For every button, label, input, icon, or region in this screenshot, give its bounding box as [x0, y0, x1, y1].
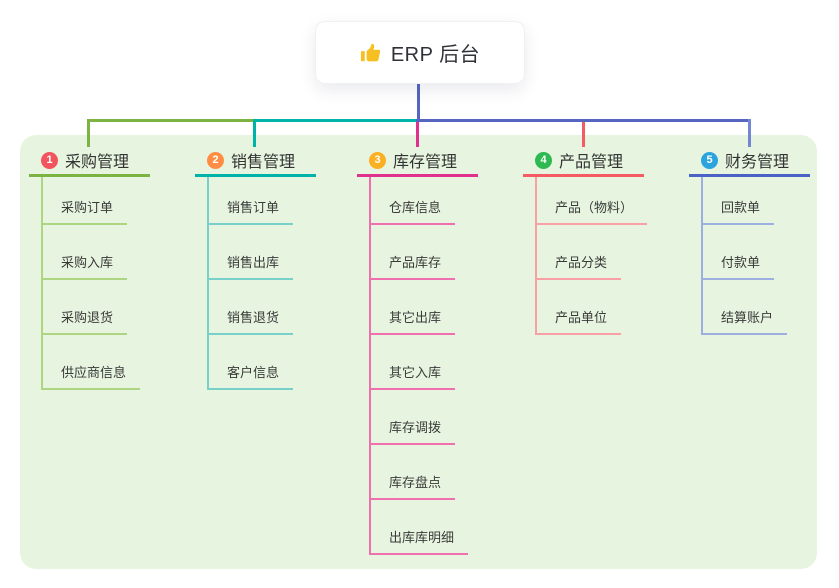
branch-number-badge: 4: [535, 151, 552, 169]
child-node: 结算账户: [703, 280, 810, 335]
branch-number-badge: 3: [369, 151, 386, 169]
branch-drop-3: [416, 122, 419, 147]
child-node-label[interactable]: 供应商信息: [43, 362, 141, 390]
branch-label: 财务管理: [725, 154, 790, 171]
child-node: 销售订单: [209, 177, 316, 225]
branch-number-badge: 5: [701, 151, 718, 169]
child-node: 供应商信息: [43, 335, 150, 390]
branch-product: 4 产品管理 产品（物料） 产品分类产品单位: [523, 146, 648, 335]
bus-line-indigo: [416, 119, 751, 122]
branch-children: 回款单付款单结算账户: [701, 177, 810, 335]
branch-children: 销售订单销售出库销售退货客户信息: [207, 177, 316, 390]
child-node: 出库库明细: [371, 500, 478, 555]
branch-header[interactable]: 3 库存管理: [357, 146, 478, 177]
child-node-label[interactable]: 出库库明细: [371, 527, 469, 555]
child-node-label[interactable]: 采购入库: [43, 252, 128, 280]
child-node: 库存调拨: [371, 390, 478, 445]
child-node: 付款单: [703, 225, 810, 280]
branch-label: 库存管理: [393, 154, 458, 171]
branch-children: 产品（物料） 产品分类产品单位: [535, 177, 648, 335]
child-node: 其它出库: [371, 280, 478, 335]
branch-sales: 2 销售管理 销售订单销售出库销售退货客户信息: [195, 146, 316, 390]
child-node: 产品（物料）: [537, 177, 648, 225]
child-node-label[interactable]: 结算账户: [703, 307, 788, 335]
child-node-label[interactable]: 客户信息: [209, 362, 294, 390]
child-node-label[interactable]: 销售退货: [209, 307, 294, 335]
branch-children: 仓库信息产品库存其它出库其它入库库存调拨库存盘点出库库明细: [369, 177, 478, 555]
child-node-label[interactable]: 销售订单: [209, 197, 294, 225]
child-node: 回款单: [703, 177, 810, 225]
branch-header[interactable]: 1 采购管理: [29, 146, 150, 177]
root-node[interactable]: ERP 后台: [315, 21, 525, 84]
child-node: 采购退货: [43, 280, 150, 335]
branch-drop-5: [748, 119, 751, 147]
child-node: 销售出库: [209, 225, 316, 280]
child-node: 采购入库: [43, 225, 150, 280]
child-node-label[interactable]: 其它入库: [371, 362, 456, 390]
branch-header[interactable]: 4 产品管理: [523, 146, 644, 177]
child-node-label[interactable]: 产品（物料）: [537, 197, 648, 225]
branch-finance: 5 财务管理 回款单付款单结算账户: [689, 146, 810, 335]
branch-label: 产品管理: [559, 154, 624, 171]
child-node-label[interactable]: 付款单: [703, 252, 775, 280]
child-node: 库存盘点: [371, 445, 478, 500]
branch-drop-1: [87, 119, 90, 147]
child-node-label[interactable]: 其它出库: [371, 307, 456, 335]
thumbs-up-icon: [360, 42, 382, 64]
branch-label: 采购管理: [65, 154, 130, 171]
child-node-label[interactable]: 采购退货: [43, 307, 128, 335]
root-connector-line: [417, 82, 420, 121]
bus-line-teal: [253, 119, 418, 122]
child-node-label[interactable]: 产品单位: [537, 307, 622, 335]
branch-inventory: 3 库存管理 仓库信息产品库存其它出库其它入库库存调拨库存盘点出库库明细: [357, 146, 478, 555]
child-node: 产品单位: [537, 280, 644, 335]
child-node-label[interactable]: 产品库存: [371, 252, 456, 280]
branch-drop-4: [582, 122, 585, 147]
branch-label: 销售管理: [231, 154, 296, 171]
root-node-label: ERP 后台: [390, 44, 481, 66]
branch-children: 采购订单采购入库采购退货供应商信息: [41, 177, 150, 390]
child-node-label[interactable]: 库存调拨: [371, 417, 456, 445]
child-node-label[interactable]: 采购订单: [43, 197, 128, 225]
child-node: 销售退货: [209, 280, 316, 335]
branch-header[interactable]: 5 财务管理: [689, 146, 810, 177]
child-node-label[interactable]: 产品分类: [537, 252, 622, 280]
child-node-label[interactable]: 销售出库: [209, 252, 294, 280]
child-node-label[interactable]: 库存盘点: [371, 472, 456, 500]
branch-number-badge: 1: [41, 151, 58, 169]
branches-background-panel: [20, 135, 817, 569]
child-node: 仓库信息: [371, 177, 478, 225]
child-node: 产品分类: [537, 225, 644, 280]
child-node-label[interactable]: 仓库信息: [371, 197, 456, 225]
child-node: 客户信息: [209, 335, 316, 390]
child-node: 其它入库: [371, 335, 478, 390]
child-node: 采购订单: [43, 177, 150, 225]
branch-purchase: 1 采购管理 采购订单采购入库采购退货供应商信息: [29, 146, 150, 390]
branch-number-badge: 2: [207, 151, 224, 169]
branch-drop-2: [253, 119, 256, 147]
bus-line-green: [87, 119, 255, 122]
branch-header[interactable]: 2 销售管理: [195, 146, 316, 177]
child-node: 产品库存: [371, 225, 478, 280]
child-node-label[interactable]: 回款单: [703, 197, 775, 225]
